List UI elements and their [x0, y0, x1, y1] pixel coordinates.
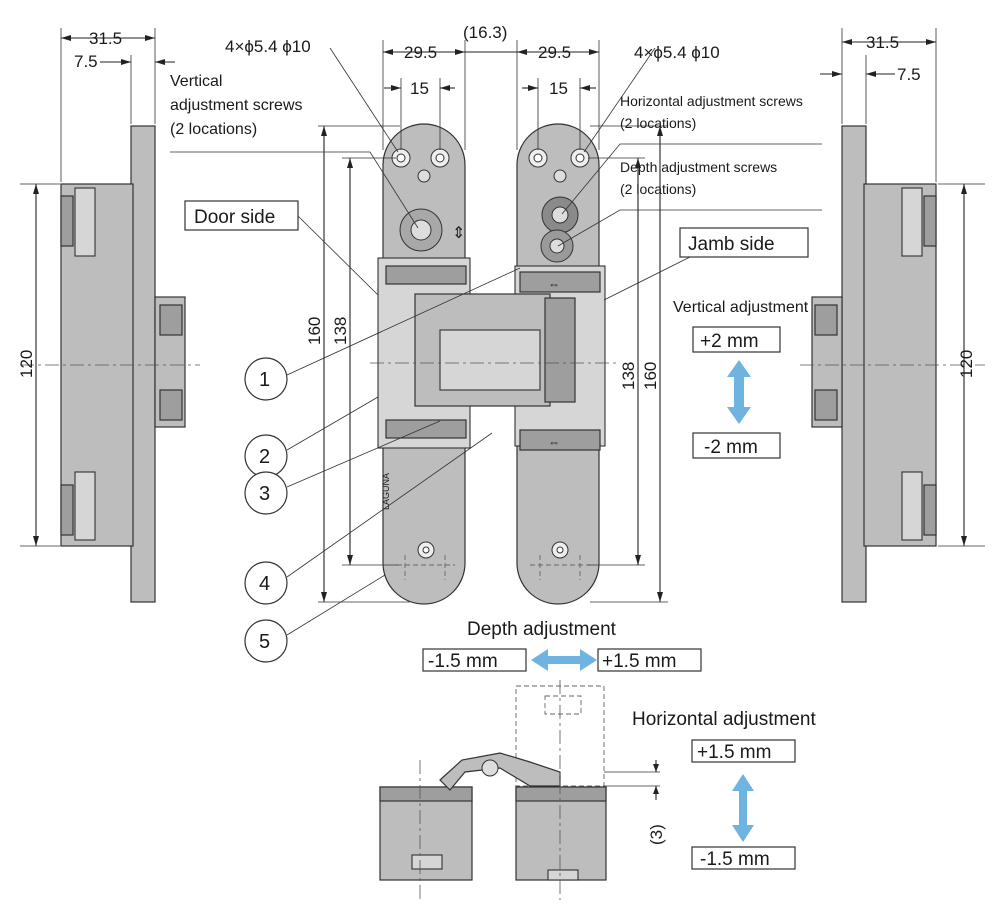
door-holes-spec: 4×ϕ5.4 ϕ10 [225, 37, 311, 56]
svg-text:1: 1 [259, 369, 270, 391]
svg-text:3: 3 [259, 483, 270, 505]
callout-1: 1 [244, 267, 521, 401]
vertical-screws-label-3: (2 locations) [170, 121, 257, 138]
horizontal-adjustment-title: Horizontal adjustment [632, 709, 816, 730]
jamb-total-height-dim: 160 [641, 362, 660, 390]
door-leaf-width-dim: 29.5 [404, 43, 437, 62]
door-side-label: Door side [194, 207, 275, 228]
left-offset-dim: 7.5 [74, 52, 98, 71]
depth-minus-value: -1.5 mm [428, 651, 498, 672]
svg-text:5: 5 [259, 631, 270, 653]
depth-screws-label-2: (2 locations) [620, 181, 696, 197]
depth-adjustment-title: Depth adjustment [467, 619, 617, 640]
right-dimensions [820, 28, 985, 547]
jamb-hole-span-dim: 138 [619, 362, 638, 390]
svg-text:⇔: ⇔ [548, 435, 560, 449]
horizontal-screws-label-2: (2 locations) [620, 115, 696, 131]
door-hole-span-dim: 138 [331, 317, 350, 345]
leaf-gap-dim: (16.3) [463, 23, 507, 42]
jamb-side-label: Jamb side [688, 234, 775, 255]
depth-adjust-arrow [531, 649, 597, 671]
left-side-view [20, 125, 200, 603]
svg-text:LAGUNA: LAGUNA [381, 473, 391, 510]
left-width-dim: 31.5 [89, 29, 122, 48]
svg-text:⇕: ⇕ [452, 225, 465, 242]
jamb-holes-spec: 4×ϕ5.4 ϕ10 [634, 43, 720, 62]
hinge-arm [370, 293, 620, 407]
left-height-dim: 120 [17, 350, 36, 378]
callout-3: 3 [244, 420, 441, 515]
callout-4: 4 [244, 432, 493, 605]
bottom-top-view [379, 680, 660, 900]
horizontal-screws-label-1: Horizontal adjustment screws [620, 93, 803, 109]
vertical-minus-value: -2 mm [704, 437, 758, 458]
left-dimensions [20, 28, 175, 547]
svg-text:2: 2 [259, 446, 270, 468]
jamb-hole-pitch-dim: 15 [549, 79, 568, 98]
right-side-view [800, 125, 985, 603]
vertical-screws-label-1: Vertical [170, 73, 222, 90]
vertical-plus-value: +2 mm [700, 331, 759, 352]
horizontal-minus-value: -1.5 mm [700, 849, 770, 870]
horizontal-adjust-arrow [732, 774, 754, 842]
callout-5: 5 [244, 574, 386, 663]
depth-plus-value: +1.5 mm [602, 651, 676, 672]
right-height-dim: 120 [957, 350, 976, 378]
front-dimensions [318, 40, 668, 603]
callout-2: 2 [244, 396, 379, 478]
svg-text:4: 4 [259, 573, 270, 595]
vertical-adjust-arrow [727, 360, 751, 424]
horizontal-plus-value: +1.5 mm [697, 742, 771, 763]
vertical-screws-label-2: adjustment screws [170, 97, 303, 114]
jamb-leaf-width-dim: 29.5 [538, 43, 571, 62]
right-offset-dim: 7.5 [897, 65, 921, 84]
vertical-adjustment-title: Vertical adjustment [673, 299, 809, 316]
svg-text:⇔: ⇔ [548, 277, 560, 291]
door-total-height-dim: 160 [305, 317, 324, 345]
bottom-offset-dim: (3) [647, 824, 666, 845]
depth-screws-label-1: Depth adjustment screws [620, 159, 777, 175]
door-hole-pitch-dim: 15 [410, 79, 429, 98]
right-width-dim: 31.5 [866, 33, 899, 52]
